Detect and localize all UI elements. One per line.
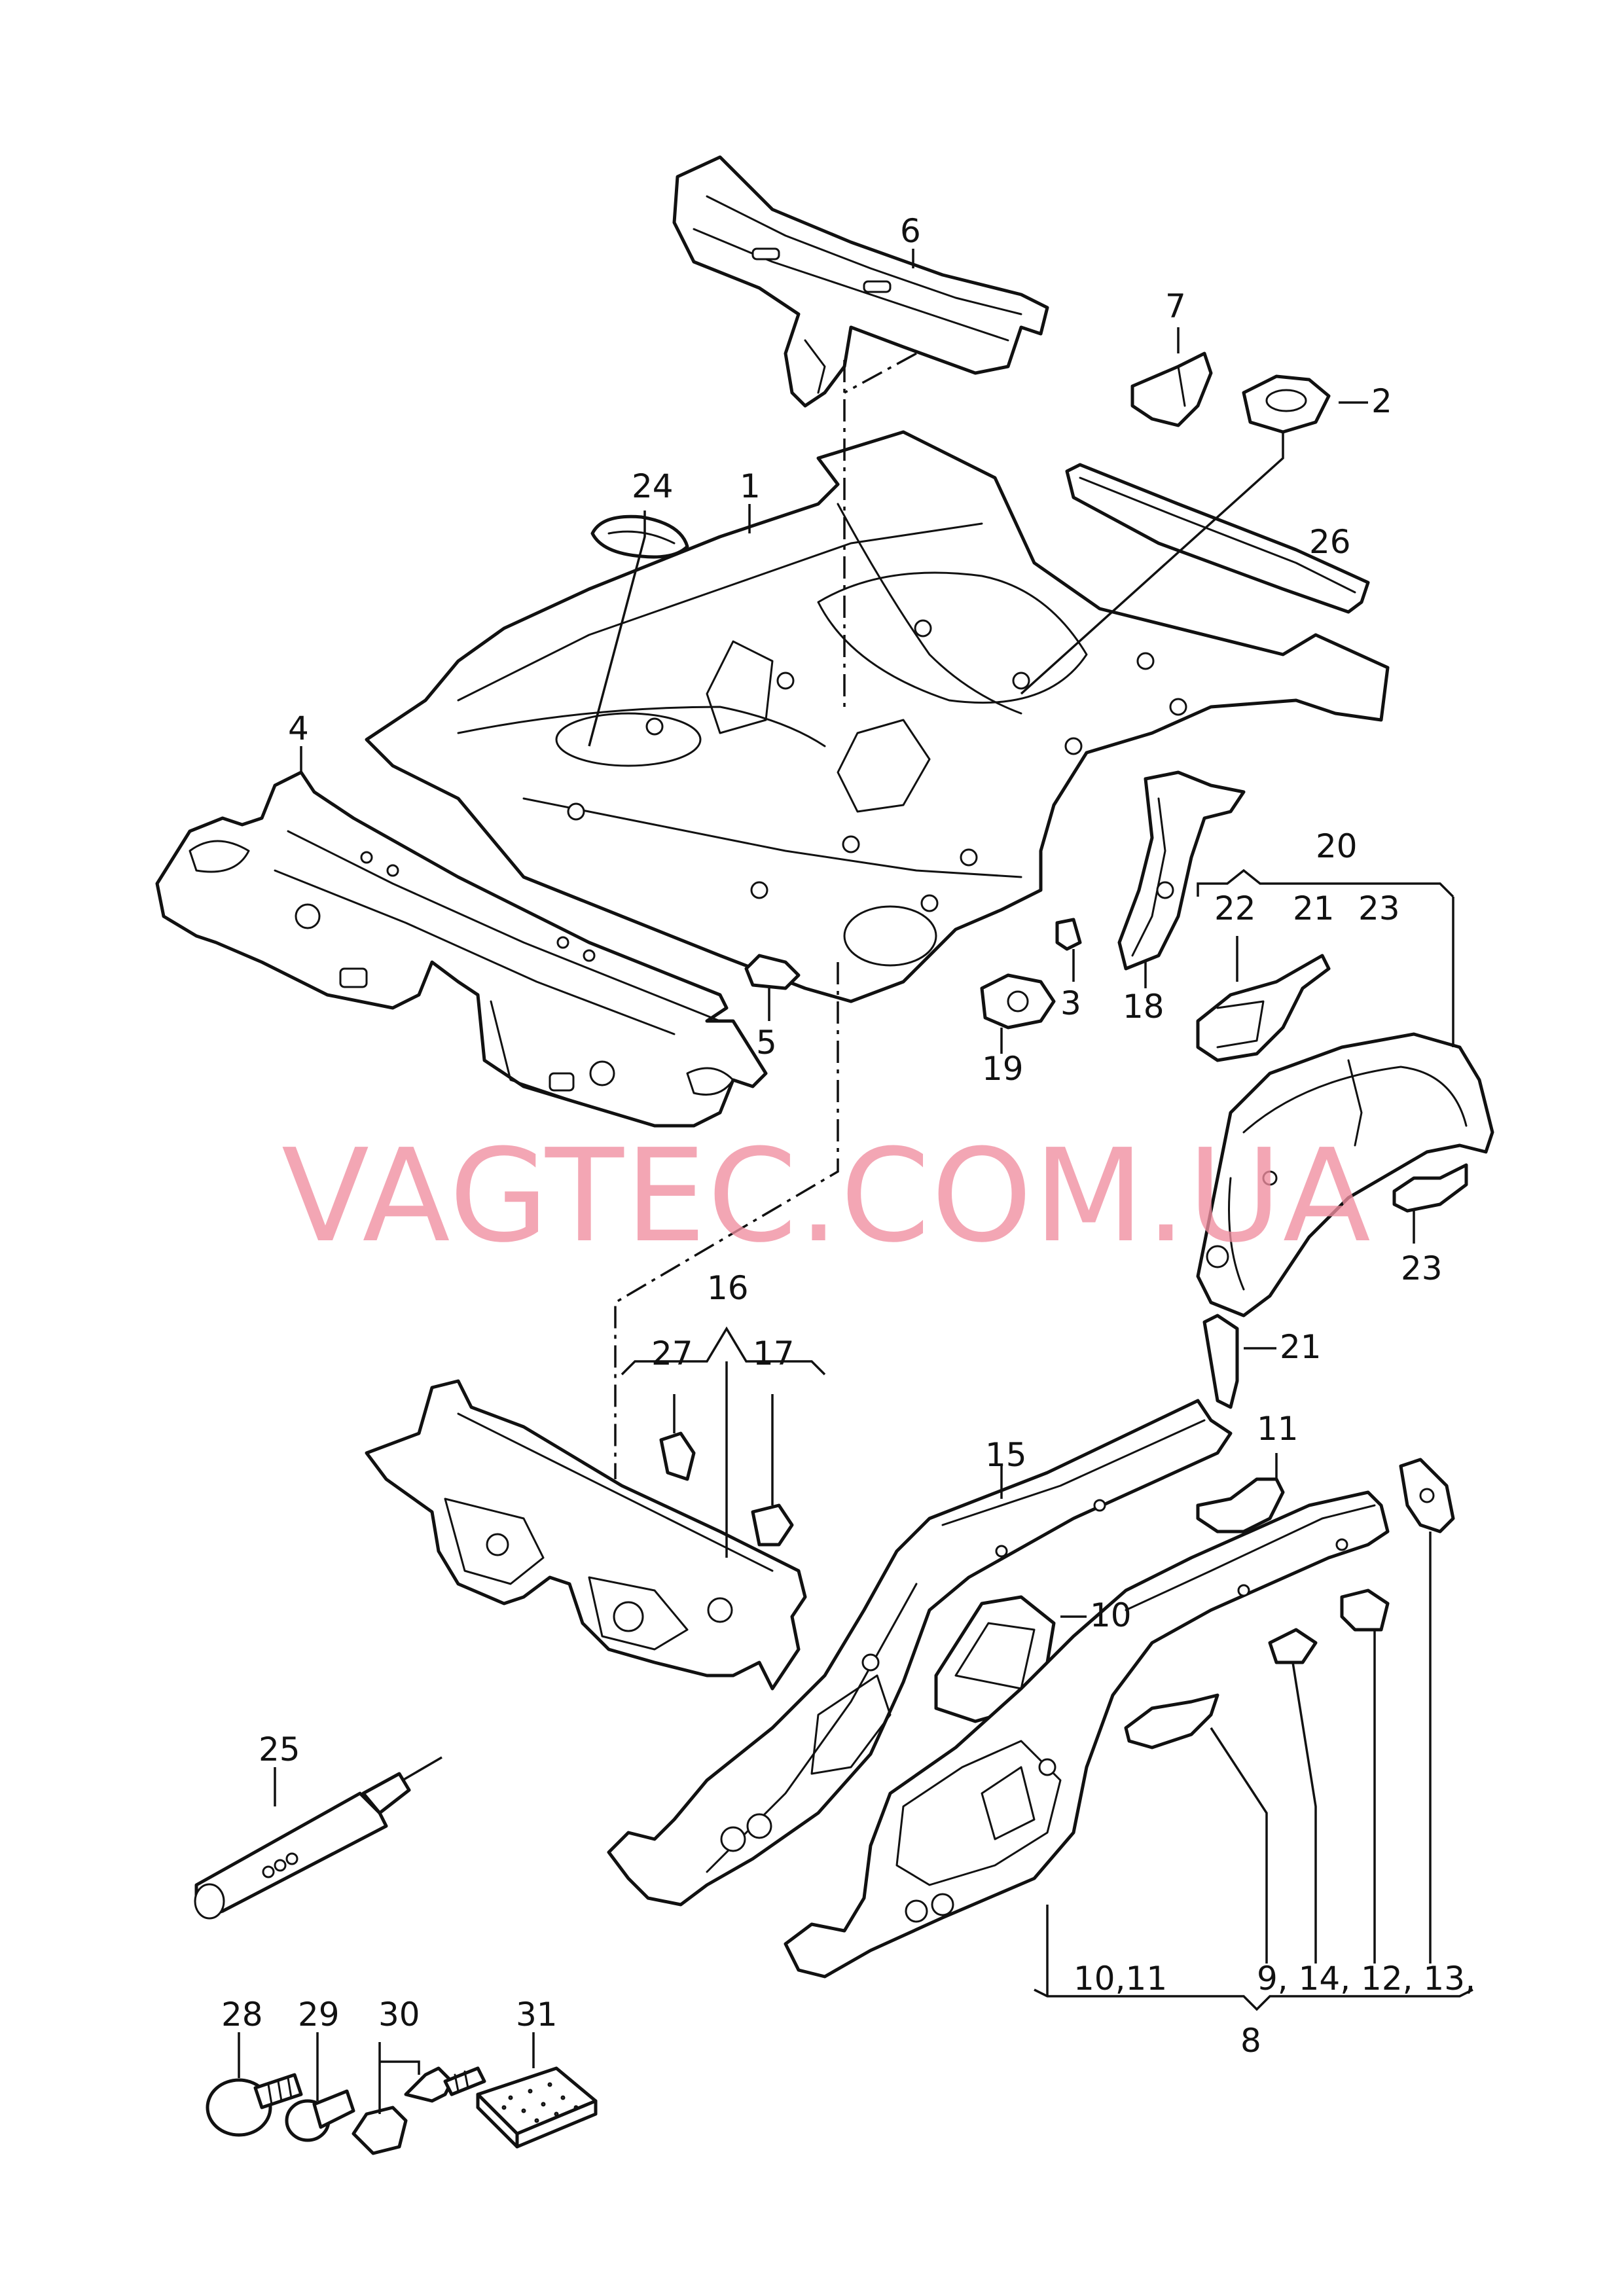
callout-21b: 21 — [1280, 1328, 1322, 1366]
callout-25: 25 — [259, 1731, 300, 1768]
part-20-wheel-house[interactable] — [1196, 1032, 1494, 1318]
part-17-bracket[interactable] — [751, 1503, 794, 1547]
part-22-bracket[interactable] — [1196, 954, 1331, 1062]
callout-10: 10 — [1090, 1596, 1132, 1634]
callout-8: 8 — [1240, 2022, 1261, 2060]
part-23-bracket[interactable] — [1392, 1163, 1468, 1213]
callout-labels: 6 7 2 24 1 26 4 20 22 21 23 5 3 18 19 23… — [221, 212, 1475, 2060]
part-11-bracket[interactable] — [1196, 1477, 1285, 1534]
callout-29: 29 — [298, 1996, 340, 2034]
callout-3: 3 — [1060, 984, 1081, 1022]
callout-20: 20 — [1316, 827, 1358, 865]
part-1-floor-pan[interactable] — [365, 430, 1390, 1003]
callout-1: 1 — [740, 467, 761, 505]
part-27-bracket[interactable] — [659, 1431, 696, 1481]
part-13-plate[interactable] — [1399, 1458, 1455, 1534]
part-28-bolt[interactable] — [206, 2073, 303, 2137]
part-15-side-member[interactable] — [607, 1399, 1233, 1907]
callout-6: 6 — [900, 212, 921, 250]
part-7-bracket[interactable] — [1130, 351, 1213, 427]
callout-21a: 21 — [1293, 889, 1335, 927]
part-5-bracket[interactable] — [744, 954, 801, 990]
callout-24: 24 — [632, 467, 674, 505]
callout-28: 28 — [221, 1996, 263, 2034]
part-14-clip[interactable] — [1268, 1628, 1318, 1664]
part-8-longitudinal-member[interactable] — [784, 1490, 1390, 1979]
part-12-bracket[interactable] — [1340, 1588, 1390, 1632]
callout-22: 22 — [1214, 889, 1256, 927]
callout-5: 5 — [756, 1024, 777, 1062]
callout-23b: 23 — [1401, 1249, 1443, 1287]
part-18-pillar[interactable] — [1117, 770, 1246, 971]
assembly-line-6-to-1b — [844, 352, 917, 394]
callout-10-11: 10,11 — [1074, 1960, 1167, 1998]
callout-11: 11 — [1257, 1410, 1299, 1448]
callout-9-14-12-13: 9, 14, 12, 13, — [1257, 1960, 1475, 1998]
callout-2: 2 — [1371, 382, 1392, 420]
callout-23a: 23 — [1358, 889, 1400, 927]
part-16-cross-member[interactable] — [365, 1379, 807, 1691]
callout-18: 18 — [1123, 988, 1164, 1026]
part-3-clip[interactable] — [1055, 918, 1082, 951]
callout-4: 4 — [288, 709, 309, 747]
callout-16: 16 — [707, 1269, 749, 1307]
callout-31: 31 — [516, 1996, 558, 2034]
callout-15: 15 — [985, 1436, 1027, 1474]
part-30-bolt-set[interactable] — [352, 2066, 486, 2155]
part-9-bracket[interactable] — [1124, 1693, 1219, 1749]
callout-30: 30 — [378, 1996, 420, 2034]
watermark-text: VAGTEC.COM.UA — [281, 1122, 1372, 1271]
part-19-mount[interactable] — [980, 973, 1056, 1030]
callout-27: 27 — [651, 1335, 693, 1372]
callout-17: 17 — [753, 1335, 795, 1372]
callout-26: 26 — [1309, 523, 1351, 561]
callout-7: 7 — [1165, 287, 1186, 325]
callout-19: 19 — [982, 1050, 1024, 1088]
part-26-reinforcement-strip[interactable] — [1065, 463, 1370, 614]
part-6-cross-member[interactable] — [672, 155, 1049, 408]
assembly-line-1-to-16 — [614, 962, 839, 1479]
part-25-sealant-tube[interactable] — [194, 1756, 442, 1920]
part-4-rear-panel[interactable] — [155, 770, 768, 1128]
leader-lines — [238, 249, 1473, 2114]
part-29-pin[interactable] — [285, 2089, 355, 2142]
part-21-bracket[interactable] — [1202, 1314, 1239, 1409]
part-24-plug[interactable] — [590, 514, 689, 559]
part-31-insulation-pad[interactable] — [476, 2066, 598, 2149]
part-2-mount[interactable] — [1242, 374, 1331, 434]
